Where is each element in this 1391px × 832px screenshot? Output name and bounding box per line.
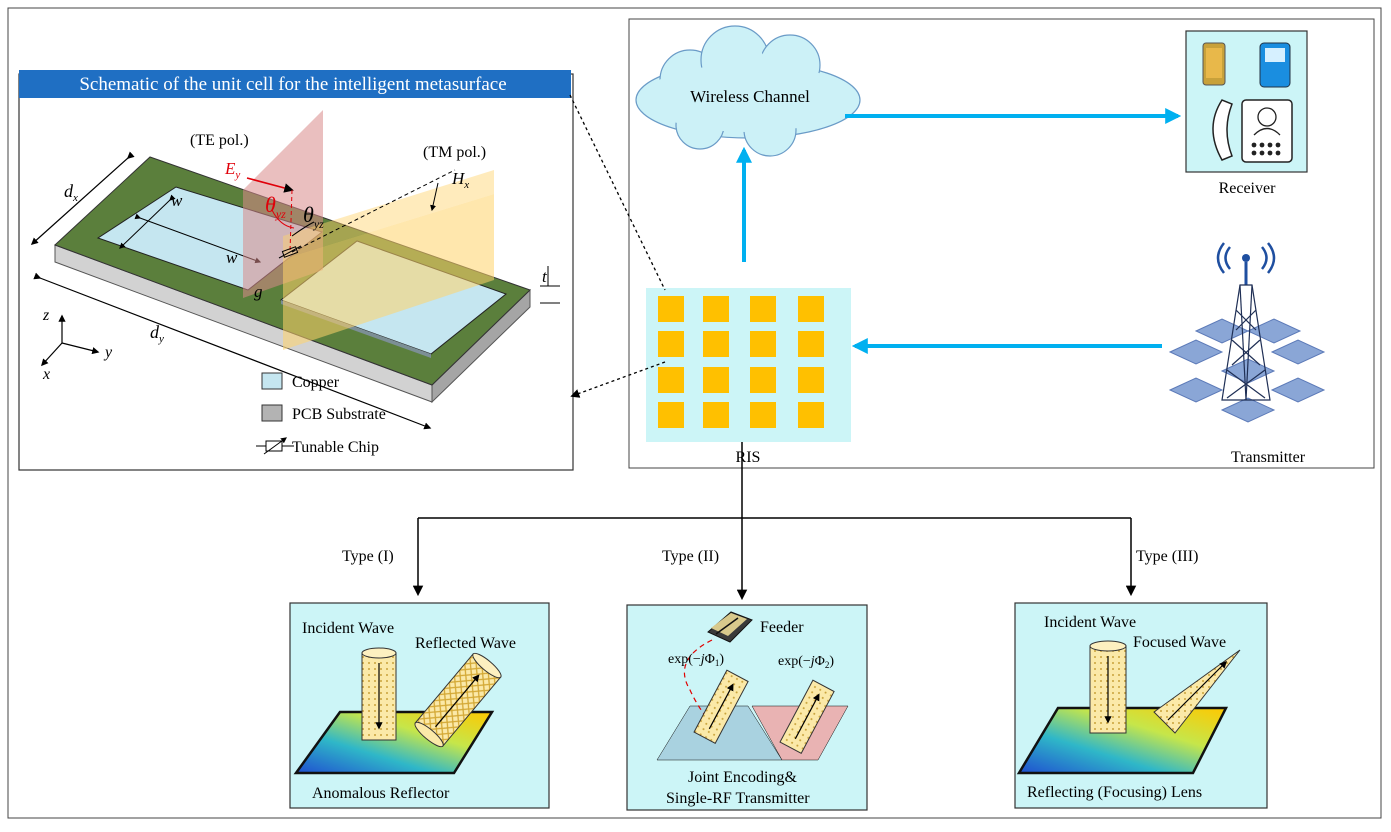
tunable-chip-slash	[278, 245, 302, 259]
wireless-channel-label: Wireless Channel	[690, 87, 810, 106]
hx-label: Hx	[451, 169, 469, 191]
system-panel: Wireless Channel Receiver	[628, 18, 1375, 469]
theta-te-label: θyz	[265, 192, 286, 221]
ris-cell-grid	[658, 296, 824, 428]
banner-title: Schematic of the unit cell for the intel…	[79, 74, 506, 95]
ey-label: Ey	[224, 159, 240, 181]
beam-2-icon	[779, 679, 835, 754]
exp-phi-2-label: exp(−jΦ2)	[778, 654, 834, 670]
dx-dimension-arrow	[30, 151, 135, 245]
unit-cell-panel: Schematic of the unit cell for the intel…	[18, 70, 574, 471]
wireless-channel-cloud-icon	[635, 25, 861, 157]
type-i-reflected-label: Reflected Wave	[415, 635, 516, 652]
tm-incidence-line	[291, 169, 456, 253]
axis-z-label: z	[42, 307, 50, 324]
type-i-incident-label: Incident Wave	[302, 620, 394, 637]
dx-label: dx	[64, 181, 78, 204]
tunable-chip	[281, 246, 299, 258]
type-ii-caption-line1: Joint Encoding&	[688, 769, 797, 786]
axis-x-label: x	[42, 366, 50, 383]
axis-x-arrow	[41, 342, 63, 367]
type-iii-label: Type (III)	[1136, 548, 1198, 565]
incident-wave-cylinder-icon-iii	[1089, 640, 1127, 734]
type-iii-caption: Reflecting (Focusing) Lens	[1027, 784, 1202, 801]
legend-chip-tunable-arrow	[263, 437, 287, 455]
theta-tm-label: θyz	[303, 202, 324, 231]
title-banner	[19, 70, 571, 98]
tm-plane-lower	[283, 194, 494, 350]
focused-wave-cone-icon	[1153, 649, 1241, 734]
transmitter-tower-icon	[1160, 220, 1352, 442]
type-iii-focused-label: Focused Wave	[1133, 634, 1226, 651]
ris-label: RIS	[736, 449, 761, 466]
type-ii-panel: Feeder exp(−jΦ1) exp(−jΦ2) Joint Encodin…	[626, 604, 868, 811]
feeder-dashed-path	[683, 639, 717, 729]
exp-phi-1-label: exp(−jΦ1)	[668, 652, 724, 668]
type-iii-panel: Incident Wave Focused Wave Reflecting (F…	[1014, 602, 1268, 809]
type-i-panel: Incident Wave Reflected Wave Anomalous R…	[289, 602, 550, 809]
banner-connector-dotted	[569, 94, 666, 291]
w-dimension-arrow-vertical	[119, 194, 176, 249]
dy-label: dy	[150, 322, 164, 345]
receiver-label: Receiver	[1219, 180, 1277, 197]
tm-plane-upper	[283, 170, 494, 259]
theta-arc-tm	[291, 221, 315, 237]
legend-copper-swatch	[261, 372, 283, 390]
feeder-label: Feeder	[760, 619, 804, 636]
type-ii-caption-line2: Single-RF Transmitter	[666, 790, 810, 807]
transmitter-label: Transmitter	[1231, 449, 1306, 466]
legend-chip-label: Tunable Chip	[292, 439, 379, 456]
receiver-devices-icon	[1202, 42, 1293, 163]
type-iii-incident-label: Incident Wave	[1044, 614, 1136, 631]
theta-arc-te	[271, 209, 295, 229]
axis-y-label: y	[103, 344, 113, 361]
legend-pcb-swatch	[261, 404, 283, 422]
ris-to-unit-cell-dotted-arrow	[570, 361, 666, 398]
legend-copper-label: Copper	[292, 374, 340, 391]
w-label-top: w	[171, 191, 183, 210]
w-label-bottom: w	[226, 248, 238, 267]
t-label: t	[542, 267, 548, 286]
ris-type-tree	[412, 442, 1137, 601]
te-plane	[243, 110, 323, 298]
type-i-caption: Anomalous Reflector	[312, 785, 450, 802]
dy-dimension-arrow	[33, 272, 432, 430]
ey-vector	[246, 177, 294, 193]
hx-vector	[430, 182, 439, 212]
beam-1-icon	[693, 669, 749, 744]
g-label: g	[254, 282, 263, 301]
incident-wave-cylinder-icon	[361, 647, 397, 741]
reflected-wave-cylinder-icon	[414, 652, 502, 748]
type-i-label: Type (I)	[342, 548, 394, 565]
axis-y-arrow	[61, 342, 100, 355]
tm-pol-label: (TM pol.)	[423, 144, 486, 161]
outer-frame	[7, 7, 1382, 819]
feeder-horn-icon	[707, 611, 753, 643]
legend-pcb-label: PCB Substrate	[292, 406, 386, 423]
te-incidence-line	[289, 189, 293, 253]
legend-chip-box	[265, 440, 283, 452]
type-ii-label: Type (II)	[662, 548, 719, 565]
te-pol-label: (TE pol.)	[190, 132, 249, 149]
